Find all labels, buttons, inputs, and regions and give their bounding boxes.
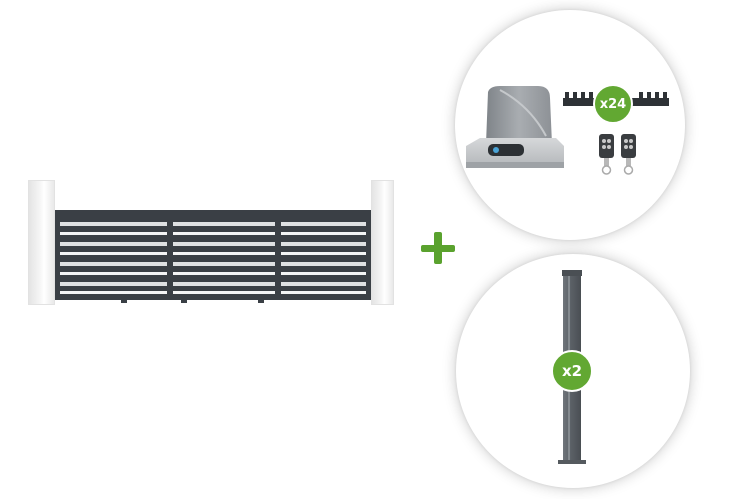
remote-control-icon: [599, 134, 636, 175]
motor-kit-circle: x24: [455, 10, 685, 240]
right-pillar: [371, 180, 394, 305]
gate-panel: [55, 210, 371, 300]
gate-motor-icon: [466, 86, 564, 168]
rack-quantity-badge: x24: [593, 84, 633, 124]
left-pillar: [28, 180, 55, 305]
post-kit-circle: x2: [456, 254, 690, 488]
plus-icon: [421, 232, 455, 264]
sliding-gate-illustration: [28, 180, 394, 305]
post-quantity-badge: x2: [551, 350, 593, 392]
